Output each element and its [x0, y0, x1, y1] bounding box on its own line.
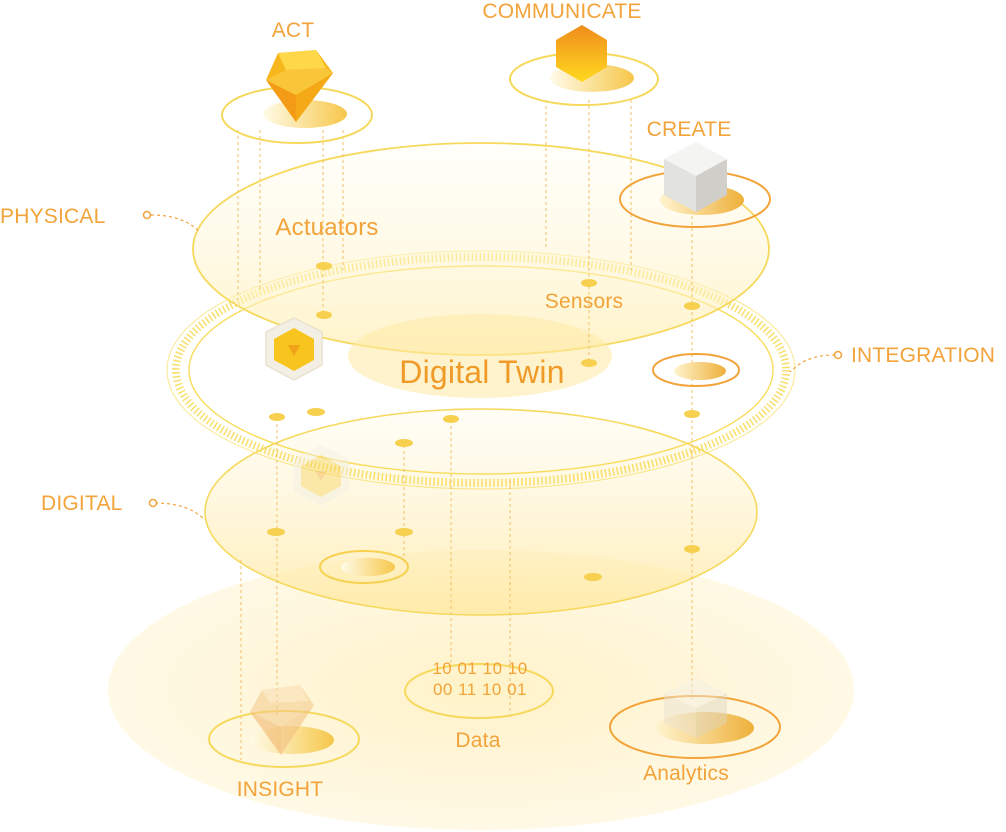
- binary-code-block: 10 01 10 10 00 11 10 01: [432, 658, 527, 700]
- callout-markers: [142, 210, 843, 508]
- digital-twin-glow: [348, 314, 612, 398]
- hexagon-icon: [556, 25, 607, 82]
- data-label: Data: [455, 729, 501, 752]
- communicate-label: COMMUNICATE: [482, 0, 642, 23]
- data-node: [404, 663, 554, 719]
- hexagon-badge-faded-icon: [293, 445, 349, 506]
- act-label: ACT: [271, 19, 315, 42]
- hexagon-badge-icon: [265, 317, 323, 381]
- physical-layer-label: PHYSICAL: [0, 205, 106, 228]
- binary-code-line-2: 00 11 10 01: [432, 680, 528, 699]
- actuators-label: Actuators: [275, 214, 379, 241]
- binary-code-line-1: 10 01 10 10: [432, 659, 528, 678]
- cube-icon: [664, 142, 727, 212]
- digital-pad: [319, 550, 409, 584]
- insight-label: INSIGHT: [236, 778, 324, 801]
- insight-gem-icon: [250, 685, 314, 755]
- integration-layer-label: INTEGRATION: [851, 344, 996, 367]
- analytics-node: [609, 695, 781, 759]
- integration-pad: [652, 353, 740, 387]
- digital-layer-disc: [204, 408, 758, 616]
- gem-icon: [266, 50, 333, 122]
- digital-layer-label: DIGITAL: [41, 492, 123, 515]
- data-points: [267, 262, 700, 581]
- create-label: CREATE: [646, 118, 732, 141]
- digital-twin-label: Digital Twin: [399, 354, 565, 390]
- analytics-cube-icon: [664, 678, 727, 738]
- base-disc: [108, 550, 854, 830]
- sensors-label: Sensors: [544, 290, 624, 313]
- analytics-label: Analytics: [643, 762, 729, 785]
- callout-lines: [150, 214, 836, 521]
